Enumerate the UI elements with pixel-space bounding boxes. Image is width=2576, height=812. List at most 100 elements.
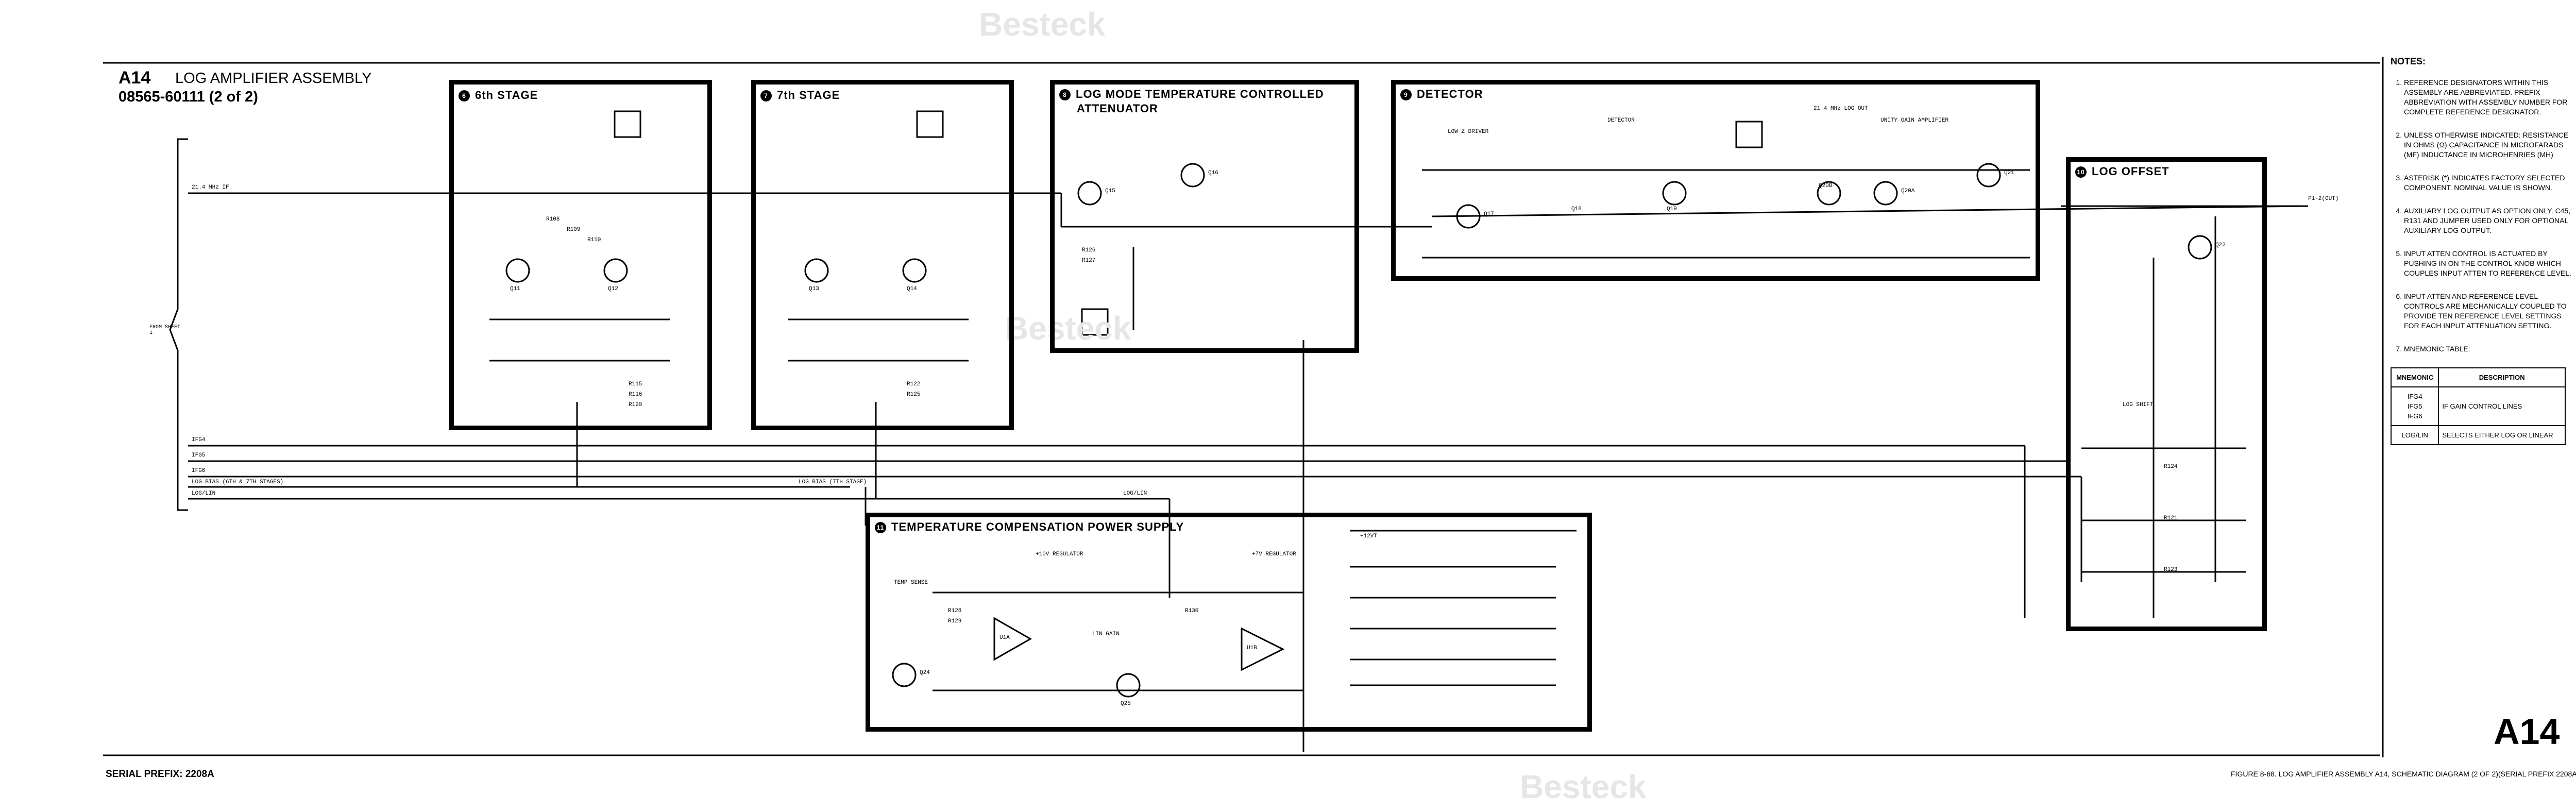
- label-r125: R124: [2164, 464, 2178, 470]
- label-from-sheet: FROM SHEET 1: [149, 325, 181, 336]
- label-q18: Q18: [1571, 206, 1582, 212]
- assembly-title: LOG AMPLIFIER ASSEMBLY: [175, 70, 372, 87]
- label-unity-gain: UNITY GAIN AMPLIFIER: [1880, 117, 1949, 124]
- block-number-badge: 11: [875, 522, 886, 534]
- label-reg-7v: +7V REGULATOR: [1252, 551, 1296, 557]
- table-row: LOG/LIN SELECTS EITHER LOG OR LINEAR: [2390, 425, 2566, 445]
- table-cell-description: SELECTS EITHER LOG OR LINEAR: [2438, 425, 2566, 445]
- assembly-code: A14: [118, 68, 151, 88]
- block-number-badge: 10: [2075, 166, 2087, 178]
- label-q20b: Q20B: [1819, 183, 1833, 189]
- table-cell-mnemonic: LOG/LIN: [2390, 425, 2439, 445]
- label-log-bias: LOG BIAS (6TH & 7TH STAGES): [192, 479, 284, 485]
- serial-prefix: SERIAL PREFIX: 2208A: [106, 769, 214, 780]
- note-item: Input atten and reference level controls…: [2404, 292, 2576, 331]
- label-output-log: 21.4 MHz LOG OUT: [1814, 106, 1868, 112]
- label-ifg6: IFG6: [192, 468, 206, 474]
- label-log-bias-7: LOG BIAS (7TH STAGE): [799, 479, 867, 485]
- label-lin-gain: LIN GAIN: [1092, 631, 1120, 637]
- label-r124: R123: [2164, 567, 2178, 573]
- label-q22: Q22: [2215, 242, 2226, 248]
- label-log-lin: LOG/LIN: [192, 490, 216, 497]
- label-q17: Q17: [1484, 211, 1494, 217]
- label-q16: Q16: [1208, 170, 1218, 176]
- label-q21: Q21: [2004, 170, 2014, 176]
- label-r126: R126: [1082, 247, 1096, 253]
- label-r130: R130: [1185, 608, 1199, 614]
- table-header-cell: MNEMONIC: [2390, 367, 2439, 387]
- assembly-id-large: A14: [2494, 712, 2560, 752]
- part-number: 08565-60111 (2 of 2): [118, 89, 258, 105]
- table-header-cell: DESCRIPTION: [2438, 367, 2566, 387]
- label-r108: R108: [546, 216, 560, 223]
- label-r120: R120: [629, 402, 642, 408]
- label-q25: Q25: [1121, 701, 1131, 707]
- block-7th-stage: [751, 80, 1014, 430]
- label-ifg4: IFG4: [192, 437, 206, 443]
- label-q24: Q24: [920, 670, 930, 676]
- block-log-offset: [2066, 157, 2267, 631]
- block-number-badge: 9: [1400, 89, 1412, 101]
- watermark: Besteck: [1520, 768, 1647, 805]
- label-v12: +12VT: [1360, 533, 1378, 539]
- note-item: Mnemonic table:: [2404, 344, 2576, 354]
- note-item: Unless otherwise indicated: resistance i…: [2404, 130, 2576, 160]
- label-temp-sense: TEMP SENSE: [894, 580, 928, 586]
- block-6th-stage: [449, 80, 712, 430]
- label-log-shift: LOG SHIFT: [2123, 402, 2154, 408]
- label-q14: Q14: [907, 286, 917, 292]
- notes-heading: NOTES:: [2391, 56, 2426, 66]
- label-r121: R122: [907, 381, 921, 387]
- block-temp-comp-power-supply: [866, 513, 1592, 732]
- note-item: Auxiliary log output as option only. C45…: [2404, 206, 2576, 235]
- label-q12: Q12: [608, 286, 618, 292]
- label-u1b: U1B: [1247, 645, 1257, 651]
- block-number-badge: 8: [1059, 89, 1071, 101]
- label-r129: R129: [948, 618, 962, 624]
- label-r123: R125: [907, 392, 921, 398]
- block-title-log-mode-line2: ATTENUATOR: [1077, 102, 1158, 115]
- block-log-mode-attenuator: [1050, 80, 1359, 353]
- label-q20a: Q20A: [1901, 188, 1915, 194]
- note-item: Asterisk (*) indicates factory selected …: [2404, 173, 2576, 193]
- label-ifg5: IFG5: [192, 452, 206, 459]
- label-detector-sub: DETECTOR: [1607, 117, 1635, 124]
- label-output-p1: P1-2(OUT): [2308, 196, 2339, 202]
- label-input-if: 21.4 MHz IF: [192, 184, 229, 191]
- label-r115: R115: [629, 381, 642, 387]
- block-detector: [1391, 80, 2040, 281]
- label-u1a: U1A: [999, 635, 1010, 641]
- label-log-lin-bus: LOG/LIN: [1123, 490, 1147, 497]
- label-r116: R116: [629, 392, 642, 398]
- notes-list: Reference designators within this assemb…: [2391, 78, 2576, 354]
- table-cell-description: IF GAIN CONTROL LINES: [2438, 386, 2566, 426]
- table-row: IFG4 IFG5 IFG6 IF GAIN CONTROL LINES: [2390, 386, 2566, 426]
- label-r110: R110: [587, 237, 601, 243]
- label-q13: Q13: [809, 286, 819, 292]
- block-number-badge: 6: [459, 90, 470, 102]
- note-item: Input atten control is actuated by pushi…: [2404, 249, 2576, 278]
- watermark: Besteck: [979, 6, 1106, 43]
- mnemonic-table-header: MNEMONIC DESCRIPTION: [2390, 367, 2566, 387]
- watermark: Besteck: [1005, 310, 1131, 347]
- label-reg-10v: +10V REGULATOR: [1036, 551, 1083, 557]
- label-q15: Q15: [1105, 188, 1115, 194]
- label-r128: R128: [948, 608, 962, 614]
- notes-panel: NOTES: Reference designators within this…: [2390, 56, 2576, 445]
- note-item: Reference designators within this assemb…: [2404, 78, 2576, 117]
- label-q19: Q19: [1667, 206, 1677, 212]
- mnemonic-table: MNEMONIC DESCRIPTION IFG4 IFG5 IFG6 IF G…: [2390, 367, 2566, 445]
- label-r127: R127: [1082, 258, 1096, 264]
- label-q11: Q11: [510, 286, 520, 292]
- label-r122: R121: [2164, 515, 2178, 521]
- block-number-badge: 7: [760, 90, 772, 102]
- table-cell-mnemonic: IFG4 IFG5 IFG6: [2390, 386, 2439, 426]
- figure-caption: FIGURE 8-68. LOG AMPLIFIER ASSEMBLY A14,…: [2231, 770, 2576, 778]
